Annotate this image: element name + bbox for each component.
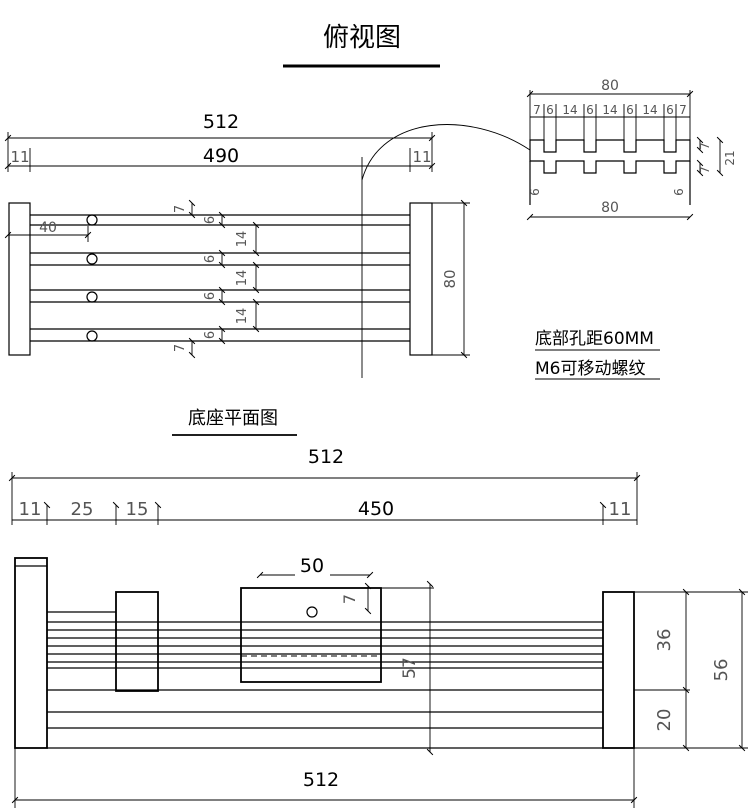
note-m6-thread: M6可移动螺纹	[535, 359, 645, 379]
base-plan-title: 底座平面图	[188, 408, 278, 429]
base-end-left-label: 11	[19, 499, 42, 520]
note-hole-spacing: 底部孔距60MM	[535, 329, 654, 349]
left-end-block	[8, 202, 31, 356]
base-left-end-block	[14, 557, 48, 749]
base-450-label: 450	[358, 498, 394, 520]
dim-20-label: 20	[654, 709, 675, 732]
segment-label: 6	[626, 103, 634, 117]
section-right-top-label: 7	[698, 142, 712, 150]
dim-gap-bottom-label: 7	[173, 344, 188, 352]
base-512-bottom-label: 512	[303, 769, 339, 791]
base-end-right-label: 11	[609, 499, 632, 520]
carriage-width-label: 50	[300, 555, 324, 577]
rail-profile	[529, 139, 691, 174]
dim-11-left-label: 11	[10, 148, 29, 166]
segment-label: 7	[533, 103, 541, 117]
dim-11-right-label: 11	[412, 148, 431, 166]
base-plan-view: 512 11 25 15 450 11 50 7	[8, 446, 748, 808]
section-leg	[529, 161, 691, 205]
section-left-foot-label: 6	[528, 188, 542, 196]
base-512-top-label: 512	[308, 446, 344, 468]
dim-rail-a-label: 6	[203, 216, 218, 224]
segment-label: 14	[562, 103, 577, 117]
carriage-height-label: 57	[400, 657, 420, 679]
mount-hole	[86, 253, 98, 265]
dim-rail-b-label: 6	[203, 255, 218, 263]
section-right-foot-label: 6	[672, 188, 686, 196]
dim-80-label: 80	[441, 269, 459, 288]
rail-section-view: 80 7 6 14 6 14 6 14 6 7 7 7 21 6	[526, 78, 737, 221]
dim-gap-top-label: 7	[173, 205, 188, 213]
segment-label: 6	[546, 103, 554, 117]
segment-label: 7	[679, 103, 687, 117]
base-25-label: 25	[71, 499, 94, 520]
section-bottom-width-label: 80	[601, 200, 619, 216]
mount-hole	[86, 214, 98, 226]
segment-label: 14	[602, 103, 617, 117]
dim-space-a-label: 14	[235, 231, 250, 248]
dim-56-label: 56	[711, 659, 732, 682]
right-end-block	[409, 202, 433, 356]
dim-space-b-label: 14	[235, 270, 250, 287]
segment-label: 6	[666, 103, 674, 117]
carriage-hole-dim-label: 7	[340, 594, 359, 604]
segment-label: 14	[642, 103, 657, 117]
segment-ticks	[529, 90, 691, 140]
carriage-hole	[306, 606, 318, 618]
base-support-block	[115, 591, 159, 692]
carriage-block	[240, 587, 382, 683]
section-right-total-label: 21	[723, 150, 737, 165]
top-view-title: 俯视图	[323, 23, 401, 53]
base-right-end-block	[602, 591, 635, 749]
base-15-label: 15	[126, 499, 149, 520]
mount-hole	[86, 291, 98, 303]
section-leader-arc	[361, 124, 531, 181]
dim-512-label: 512	[203, 111, 239, 133]
dim-rail-c-label: 6	[203, 292, 218, 300]
dim-rail-d-label: 6	[203, 331, 218, 339]
mount-hole	[86, 330, 98, 342]
segment-label: 6	[586, 103, 594, 117]
dim-40-label: 40	[39, 220, 57, 236]
dim-space-c-label: 14	[235, 308, 250, 325]
section-right-bottom-label: 7	[698, 166, 712, 174]
dim-36-label: 36	[654, 629, 675, 652]
top-view: 512 490 11 11 40 7 6 14	[4, 111, 531, 378]
dim-490-label: 490	[203, 145, 239, 167]
section-top-width-label: 80	[601, 78, 619, 94]
